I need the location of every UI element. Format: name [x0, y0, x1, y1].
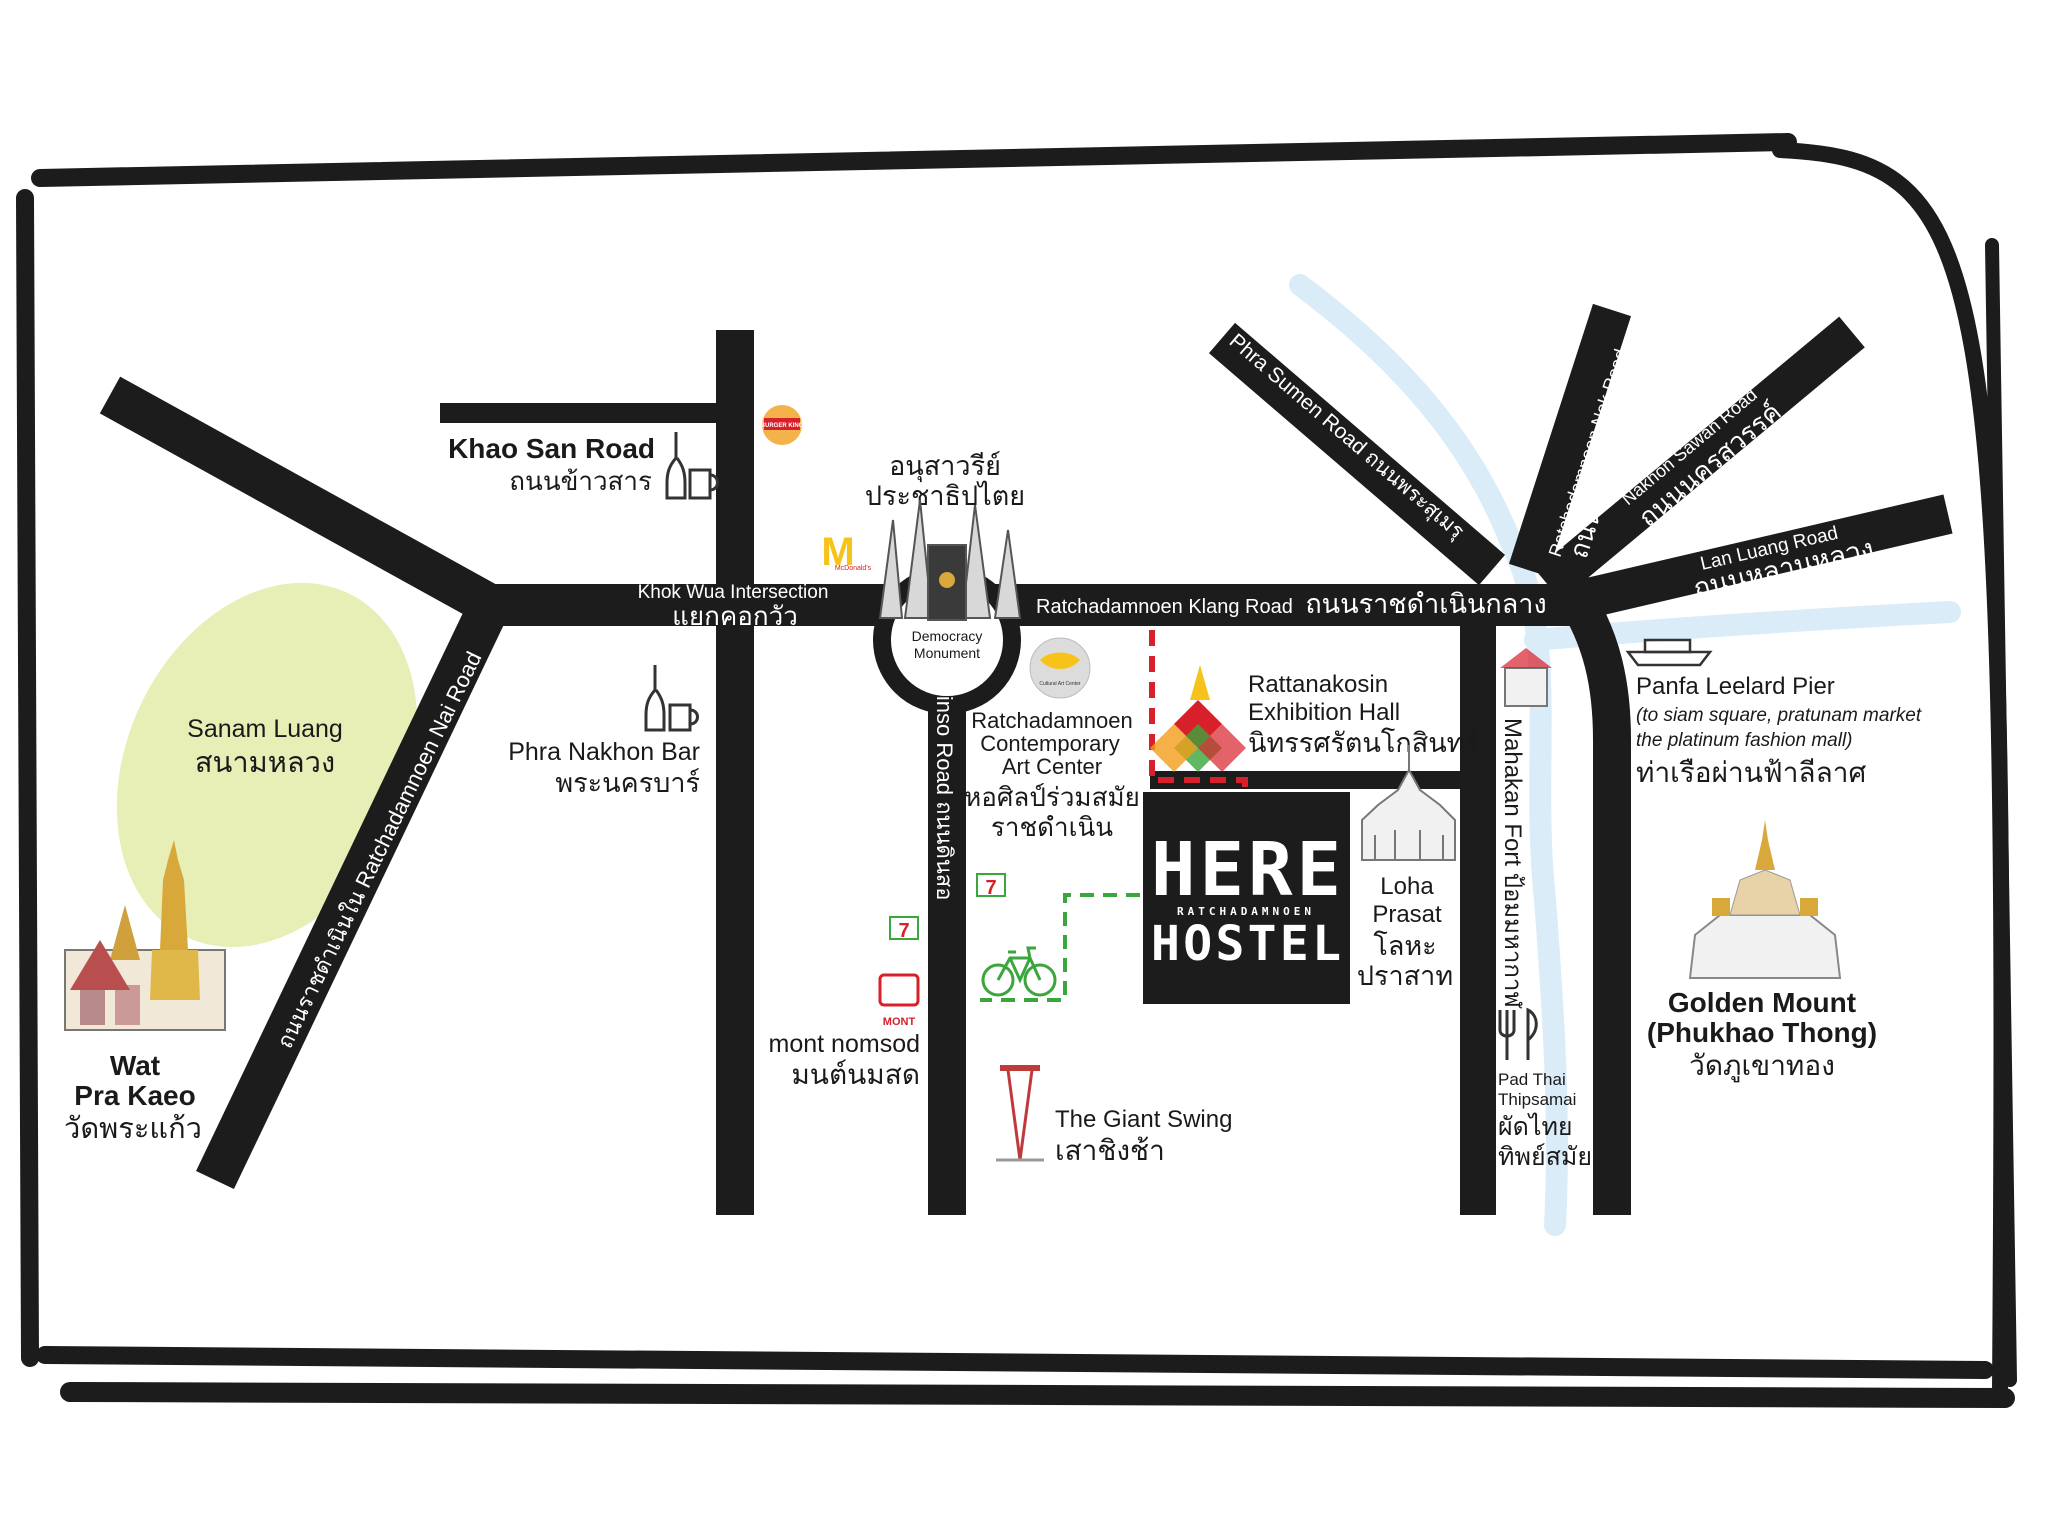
- seven-eleven-logo-2: 7: [976, 873, 1006, 899]
- road-label-phra-sumen: Phra Sumen Road ถนนพระสุเมรุ: [1224, 329, 1468, 544]
- label-democracy-en2: Monument: [914, 645, 980, 661]
- label-golden-mount-en2: (Phukhao Thong): [1647, 1017, 1877, 1048]
- road-label-ratchadamnoen-klang: Ratchadamnoen Klang Road ถนนราชดำเนินกลา…: [1036, 589, 1547, 619]
- map-frame: [16, 133, 2017, 1408]
- label-giant-swing-en: The Giant Swing: [1055, 1106, 1232, 1133]
- label-pad-thai-th2: ทิพย์สมัย: [1498, 1143, 1592, 1171]
- label-art-center-th1: หอศิลป์ร่วมสมัย: [964, 782, 1140, 812]
- road-ratchadamnoen-nok: [1508, 303, 1632, 577]
- walking-route: [1149, 630, 1248, 808]
- svg-text:Cultural Art Center: Cultural Art Center: [1039, 681, 1080, 687]
- label-loha-prasat-en1: Loha: [1380, 873, 1434, 900]
- art-center-logo: Cultural Art Center: [1029, 637, 1091, 699]
- mcdonalds-logo: M McDonald's: [821, 530, 871, 574]
- label-wat-pra-kaeo-th: วัดพระแก้ว: [64, 1113, 202, 1145]
- label-phra-nakhon-bar-en: Phra Nakhon Bar: [508, 738, 700, 766]
- label-panfa-pier-note2: the platinum fashion mall): [1636, 730, 1853, 751]
- label-mont-nomsod-en: mont nomsod: [769, 1030, 920, 1058]
- svg-text:BURGER KING: BURGER KING: [761, 423, 804, 429]
- exhibition-hall-icon: [1150, 665, 1246, 772]
- svg-text:M: M: [821, 530, 854, 574]
- label-panfa-pier-note1: (to siam square, pratunam market: [1636, 705, 1922, 726]
- label-khao-san-en: Khao San Road: [448, 433, 655, 464]
- label-democracy-th2: ประชาธิปไตย: [865, 481, 1025, 511]
- road-label-khok-wua-en: Khok Wua Intersection: [638, 582, 829, 603]
- svg-text:MONT: MONT: [883, 1016, 916, 1028]
- seven-eleven-logo: 7: [889, 916, 919, 942]
- label-giant-swing-th: เสาชิงช้า: [1055, 1135, 1165, 1166]
- label-pad-thai-th1: ผัดไทย: [1498, 1112, 1573, 1141]
- label-democracy-en1: Democracy: [912, 628, 983, 644]
- road-ratchadamnoen-nai: [196, 595, 509, 1190]
- road-lan-luang: [1575, 494, 1953, 620]
- label-art-center-en2: Contemporary: [980, 731, 1119, 756]
- svg-text:7: 7: [985, 877, 996, 899]
- boat-icon: [1625, 638, 1713, 667]
- label-art-center-th2: ราชดำเนิน: [991, 812, 1113, 842]
- label-democracy-th1: อนุสาวรีย์: [889, 450, 1001, 483]
- fort-icon: [1500, 648, 1552, 707]
- label-loha-prasat-th2: ปราสาท: [1357, 961, 1453, 991]
- giant-swing-icon: [996, 1065, 1044, 1162]
- label-rattanakosin-en1: Rattanakosin: [1248, 671, 1388, 698]
- temple-icon: [64, 840, 226, 1031]
- beer-mug-icon: [668, 703, 699, 732]
- label-pad-thai-en1: Pad Thai: [1498, 1070, 1566, 1089]
- label-golden-mount-en1: Golden Mount: [1668, 987, 1856, 1018]
- bike-route: [980, 893, 1140, 1002]
- label-sanam-luang-th: สนามหลวง: [195, 747, 335, 779]
- label-loha-prasat-en2: Prasat: [1372, 901, 1442, 928]
- road-label-khok-wua-th: แยกคอกวัว: [672, 601, 798, 631]
- svg-text:McDonald's: McDonald's: [835, 565, 872, 572]
- road-label-mahakan-fort: Mahakan Fort ป้อมมหากาฬ: [1499, 718, 1526, 1009]
- loha-prasat-icon: [1361, 745, 1456, 861]
- label-mont-nomsod-th: มนต์นมสด: [791, 1059, 920, 1090]
- label-golden-mount-th: วัดภูเขาทอง: [1689, 1050, 1835, 1083]
- label-wat-pra-kaeo-en1: Wat: [110, 1050, 160, 1081]
- label-art-center-en1: Ratchadamnoen: [971, 708, 1132, 733]
- monument-icon: [878, 499, 1022, 621]
- sanam-luang-park: [116, 582, 418, 948]
- label-wat-pra-kaeo-en2: Pra Kaeo: [74, 1080, 195, 1111]
- beer-mug-icon: [688, 468, 719, 500]
- road-nakhon-sawan: [1535, 316, 1865, 601]
- road-phra-sumen: [1208, 322, 1506, 586]
- label-khao-san-th: ถนนข้าวสาร: [509, 466, 652, 496]
- label-rattanakosin-en2: Exhibition Hall: [1248, 699, 1400, 726]
- label-loha-prasat-th1: โลหะ: [1373, 931, 1436, 961]
- svg-text:7: 7: [898, 920, 909, 942]
- road-diagonal-nw: [99, 376, 501, 624]
- fork-knife-icon: [1498, 1007, 1538, 1060]
- road-label-ratchadamnoen-klang-th: ถนนราชดำเนินกลาง: [1305, 589, 1546, 619]
- burger-king-logo: BURGER KING: [761, 405, 804, 445]
- label-sanam-luang-en: Sanam Luang: [187, 715, 343, 743]
- label-rattanakosin-th: นิทรรศรัตนโกสินทร์: [1248, 727, 1479, 758]
- label-pad-thai-en2: Thipsamai: [1498, 1090, 1576, 1109]
- label-panfa-pier-th: ท่าเรือผ่านฟ้าลีลาศ: [1636, 757, 1866, 788]
- label-panfa-pier-en: Panfa Leelard Pier: [1636, 673, 1835, 700]
- golden-mount-icon: [1688, 820, 1842, 979]
- road-label-ratchadamnoen-klang-en: Ratchadamnoen Klang Road: [1036, 596, 1293, 618]
- label-phra-nakhon-bar-th: พระนครบาร์: [555, 767, 700, 798]
- beer-bottle-icon: [644, 665, 666, 732]
- beer-bottle-icon: [665, 432, 687, 500]
- mont-logo: MONT: [878, 973, 920, 1028]
- road-label-dinso: Dinso Road ถนนดินสอ: [932, 680, 957, 900]
- label-art-center-en3: Art Center: [1002, 754, 1102, 779]
- road-east-curve: [1563, 595, 1631, 1215]
- hostel-subtitle: RATCHADAMNOEN: [1177, 905, 1315, 918]
- here-hostel-block: HERE RATCHADAMNOEN HOSTEL: [1143, 792, 1350, 1004]
- bicycle-icon: [981, 946, 1057, 997]
